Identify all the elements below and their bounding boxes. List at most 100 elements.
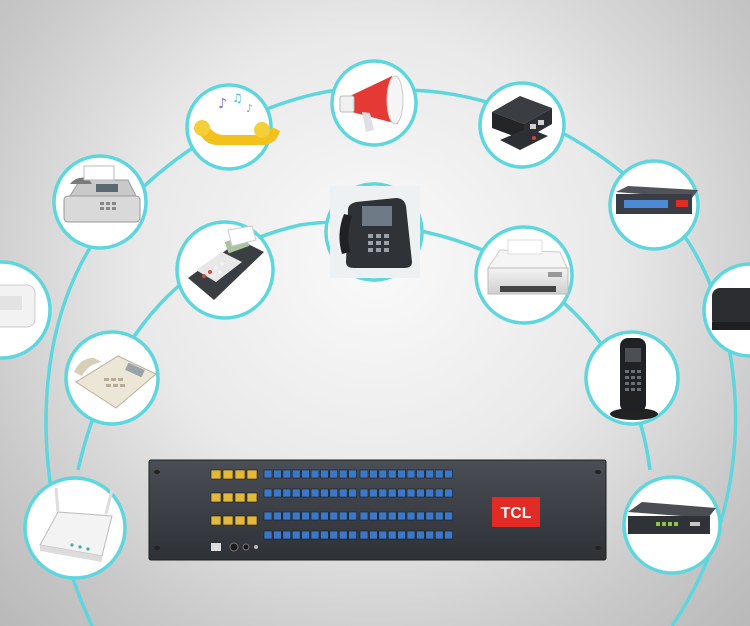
brand-logo: TCL bbox=[492, 497, 540, 527]
router-node bbox=[23, 476, 127, 580]
svg-text:♪: ♪ bbox=[218, 96, 227, 112]
port bbox=[263, 530, 273, 540]
port bbox=[359, 530, 369, 540]
desk-phone-node bbox=[64, 330, 160, 426]
port bbox=[222, 515, 234, 526]
port bbox=[338, 469, 348, 479]
port bbox=[338, 488, 348, 498]
port bbox=[310, 488, 320, 498]
port bbox=[329, 511, 339, 521]
port bbox=[310, 511, 320, 521]
port bbox=[425, 530, 435, 540]
port bbox=[320, 488, 329, 498]
port bbox=[397, 488, 406, 498]
port bbox=[273, 469, 282, 479]
extension-ports bbox=[263, 469, 453, 540]
port bbox=[210, 469, 222, 480]
port bbox=[369, 488, 378, 498]
phone-handset-music-icon: ♪ ♫ ♪ bbox=[194, 91, 280, 146]
port bbox=[263, 469, 273, 479]
rack-switch-node bbox=[608, 159, 700, 251]
network-switch-node bbox=[622, 475, 722, 575]
indicator-led bbox=[254, 545, 258, 549]
port bbox=[263, 488, 273, 498]
port bbox=[222, 469, 234, 480]
ip-phone-node bbox=[324, 182, 424, 282]
port bbox=[378, 530, 388, 540]
printer-icon bbox=[487, 239, 569, 295]
port bbox=[301, 488, 310, 498]
megaphone-node bbox=[330, 59, 418, 147]
port bbox=[282, 488, 292, 498]
port bbox=[310, 469, 320, 479]
fax-machine-node bbox=[52, 154, 148, 250]
ip-phone-icon bbox=[330, 186, 420, 278]
port bbox=[246, 515, 258, 526]
port bbox=[378, 469, 388, 479]
port bbox=[397, 511, 406, 521]
port bbox=[246, 492, 258, 503]
port bbox=[444, 511, 453, 521]
port bbox=[369, 530, 378, 540]
port bbox=[348, 488, 357, 498]
router-icon bbox=[39, 487, 114, 562]
port bbox=[320, 511, 329, 521]
port bbox=[301, 469, 310, 479]
gateway-partial-icon bbox=[712, 288, 750, 330]
trunk-ports bbox=[210, 469, 258, 526]
port bbox=[416, 530, 425, 540]
port bbox=[378, 511, 388, 521]
port bbox=[406, 488, 416, 498]
port bbox=[387, 469, 397, 479]
port bbox=[369, 469, 378, 479]
port bbox=[234, 515, 246, 526]
port bbox=[310, 530, 320, 540]
port bbox=[329, 469, 339, 479]
port bbox=[434, 469, 444, 479]
port bbox=[273, 488, 282, 498]
port bbox=[320, 469, 329, 479]
port bbox=[369, 511, 378, 521]
svg-text:♫: ♫ bbox=[232, 91, 243, 105]
port bbox=[359, 511, 369, 521]
port bbox=[338, 511, 348, 521]
port bbox=[406, 469, 416, 479]
handset-partial-node bbox=[0, 260, 52, 360]
port bbox=[301, 511, 310, 521]
audio-jack bbox=[242, 543, 250, 551]
network-switch-icon bbox=[628, 502, 716, 534]
music-handset-node: ♪ ♫ ♪ bbox=[185, 83, 280, 171]
port bbox=[397, 469, 406, 479]
port bbox=[234, 469, 246, 480]
cordless-phone-icon bbox=[610, 338, 658, 420]
media-converter-node bbox=[478, 81, 566, 169]
port bbox=[329, 488, 339, 498]
brand-logo-text: TCL bbox=[500, 505, 531, 522]
port bbox=[210, 515, 222, 526]
port bbox=[301, 530, 310, 540]
port bbox=[359, 469, 369, 479]
port bbox=[210, 492, 222, 503]
audio-jack bbox=[229, 542, 239, 552]
port bbox=[348, 530, 357, 540]
port bbox=[234, 492, 246, 503]
pos-terminal-icon bbox=[188, 225, 264, 300]
port bbox=[338, 530, 348, 540]
port bbox=[291, 530, 301, 540]
port bbox=[434, 488, 444, 498]
port bbox=[273, 530, 282, 540]
media-converter-icon bbox=[492, 96, 552, 150]
port bbox=[329, 530, 339, 540]
megaphone-icon bbox=[339, 75, 404, 132]
pbx-chassis: TCL bbox=[148, 459, 607, 561]
port bbox=[359, 488, 369, 498]
port bbox=[387, 511, 397, 521]
port bbox=[291, 511, 301, 521]
port bbox=[387, 488, 397, 498]
port bbox=[444, 469, 453, 479]
port bbox=[397, 530, 406, 540]
port bbox=[434, 511, 444, 521]
port bbox=[348, 469, 357, 479]
svg-text:♪: ♪ bbox=[246, 102, 253, 115]
pos-terminal-node bbox=[175, 220, 275, 320]
